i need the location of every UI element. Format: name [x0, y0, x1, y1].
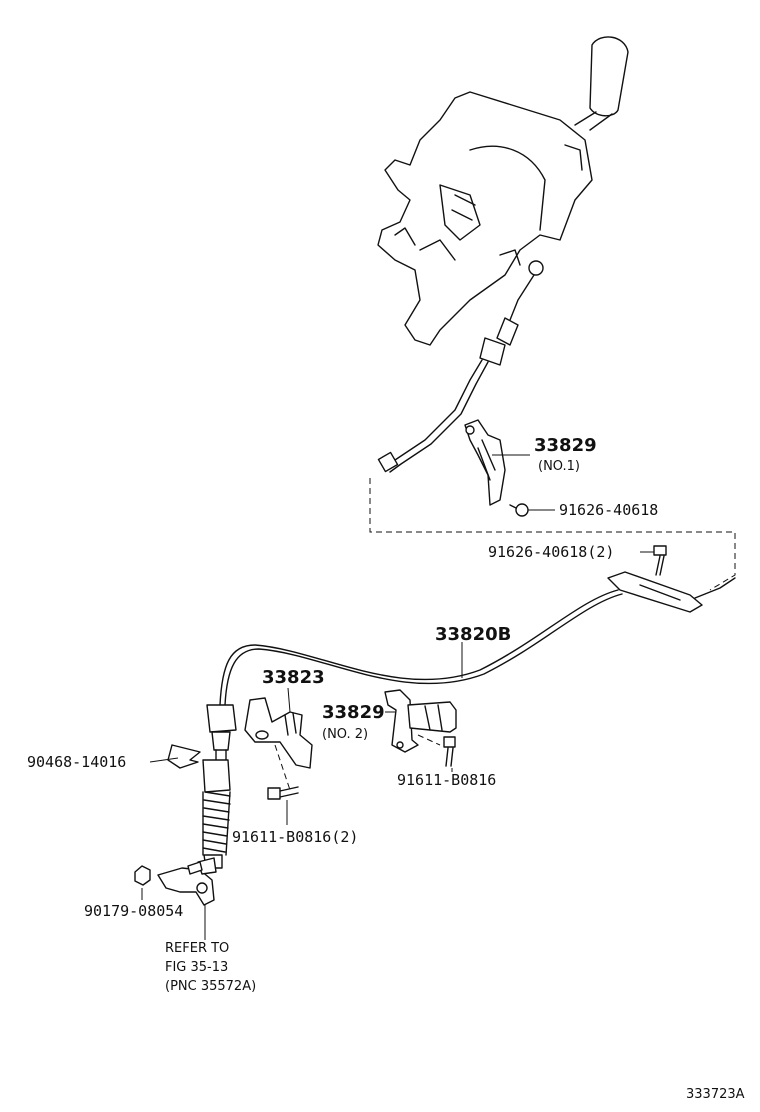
refer-to-line-3: (PNC 35572A) [165, 979, 256, 994]
connection-dashline [369, 478, 736, 591]
bracket-33829-no1 [464, 419, 506, 506]
bolt-91611-b0816 [443, 736, 456, 767]
label-33823: 33823 [262, 667, 325, 688]
label-91611-b0816-2: 91611-B0816(2) [232, 828, 358, 846]
bracket-33823 [244, 697, 313, 791]
bolt-91626-40618 [509, 503, 529, 517]
label-91611-b0816: 91611-B0816 [397, 771, 496, 789]
clip-90468-14016 [167, 744, 201, 769]
transmission-lever [157, 857, 217, 906]
bolt-91626-40618-2 [653, 545, 667, 576]
cable-bracket-plate [607, 571, 736, 613]
refer-to-line-1: REFER TO [165, 941, 229, 956]
label-91626-40618-2: 91626-40618(2) [488, 543, 614, 561]
label-33829-no2: 33829 [322, 702, 385, 723]
bracket-33829-no2 [384, 689, 457, 753]
label-33829-no1-sub: (NO.1) [538, 459, 580, 474]
refer-to-line-2: FIG 35-13 [165, 960, 228, 975]
nut-90179-08054 [134, 865, 151, 886]
label-90468-14016: 90468-14016 [27, 753, 126, 771]
label-33829-no1: 33829 [534, 435, 597, 456]
label-91626-40618: 91626-40618 [559, 501, 658, 519]
figure-id: 333723A [686, 1087, 745, 1102]
bolt-91611-b0816-2 [267, 786, 299, 800]
label-90179-08054: 90179-08054 [84, 902, 183, 920]
shift-lever-assembly [377, 36, 629, 473]
labels: 33829 (NO.1) 91626-40618 91626-40618(2) … [27, 435, 745, 1102]
cable-spring [202, 791, 231, 856]
label-33829-no2-sub: (NO. 2) [322, 727, 368, 742]
shift-cable-33820b [202, 589, 623, 869]
leader-lines [141, 454, 654, 940]
label-33820b: 33820B [435, 624, 511, 645]
